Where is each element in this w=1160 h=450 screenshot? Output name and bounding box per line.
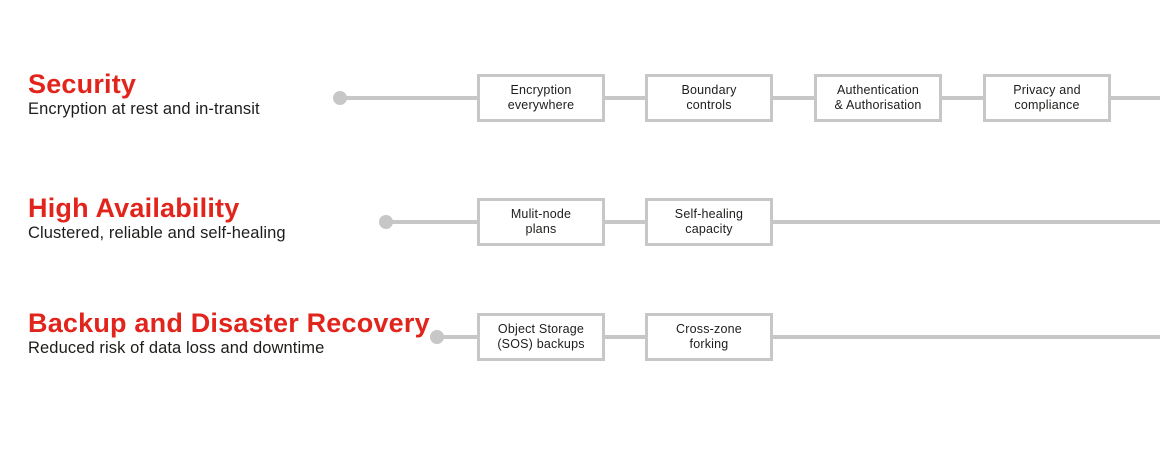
row-high-availability-label: High Availability Clustered, reliable an… — [28, 193, 286, 243]
timeline-start-dot — [379, 215, 393, 229]
row-title-backup-dr: Backup and Disaster Recovery — [28, 308, 430, 338]
node-label-line: Privacy and — [1013, 83, 1081, 97]
node-encryption-everywhere: Encryption everywhere — [477, 74, 605, 122]
node-label-line: forking — [689, 337, 729, 351]
node-label-line: plans — [525, 222, 557, 236]
node-label-line: (SOS) backups — [497, 337, 585, 351]
node-cross-zone-forking: Cross-zone forking — [645, 313, 773, 361]
row-subtitle-security: Encryption at rest and in-transit — [28, 100, 260, 118]
node-label-line: everywhere — [507, 98, 575, 112]
node-privacy-compliance: Privacy and compliance — [983, 74, 1111, 122]
row-backup-dr-label: Backup and Disaster Recovery Reduced ris… — [28, 308, 430, 358]
node-label-line: & Authorisation — [834, 98, 922, 112]
row-security-label: Security Encryption at rest and in-trans… — [28, 69, 260, 119]
node-multi-node-plans: Mulit-node plans — [477, 198, 605, 246]
timeline-line-security — [340, 96, 1160, 100]
node-label-line: Authentication — [836, 83, 920, 97]
node-label-line: controls — [686, 98, 732, 112]
node-object-storage-backups: Object Storage (SOS) backups — [477, 313, 605, 361]
node-authentication-authorisation: Authentication & Authorisation — [814, 74, 942, 122]
node-label-line: capacity — [685, 222, 733, 236]
timeline-start-dot — [333, 91, 347, 105]
node-boundary-controls: Boundary controls — [645, 74, 773, 122]
row-title-security: Security — [28, 69, 137, 99]
node-label-line: Mulit-node — [510, 207, 572, 221]
node-label-line: Boundary — [681, 83, 737, 97]
timeline-line-backup-dr — [437, 335, 1160, 339]
node-label-line: Encryption — [510, 83, 572, 97]
timeline-line-high-availability — [386, 220, 1160, 224]
node-self-healing-capacity: Self-healing capacity — [645, 198, 773, 246]
row-subtitle-backup-dr: Reduced risk of data loss and downtime — [28, 339, 325, 357]
node-label-line: compliance — [1014, 98, 1080, 112]
row-title-high-availability: High Availability — [28, 193, 240, 223]
node-label-line: Cross-zone — [676, 322, 742, 336]
timeline-start-dot — [430, 330, 444, 344]
node-label-line: Object Storage — [497, 322, 585, 336]
row-subtitle-high-availability: Clustered, reliable and self-healing — [28, 224, 286, 242]
node-label-line: Self-healing — [674, 207, 744, 221]
